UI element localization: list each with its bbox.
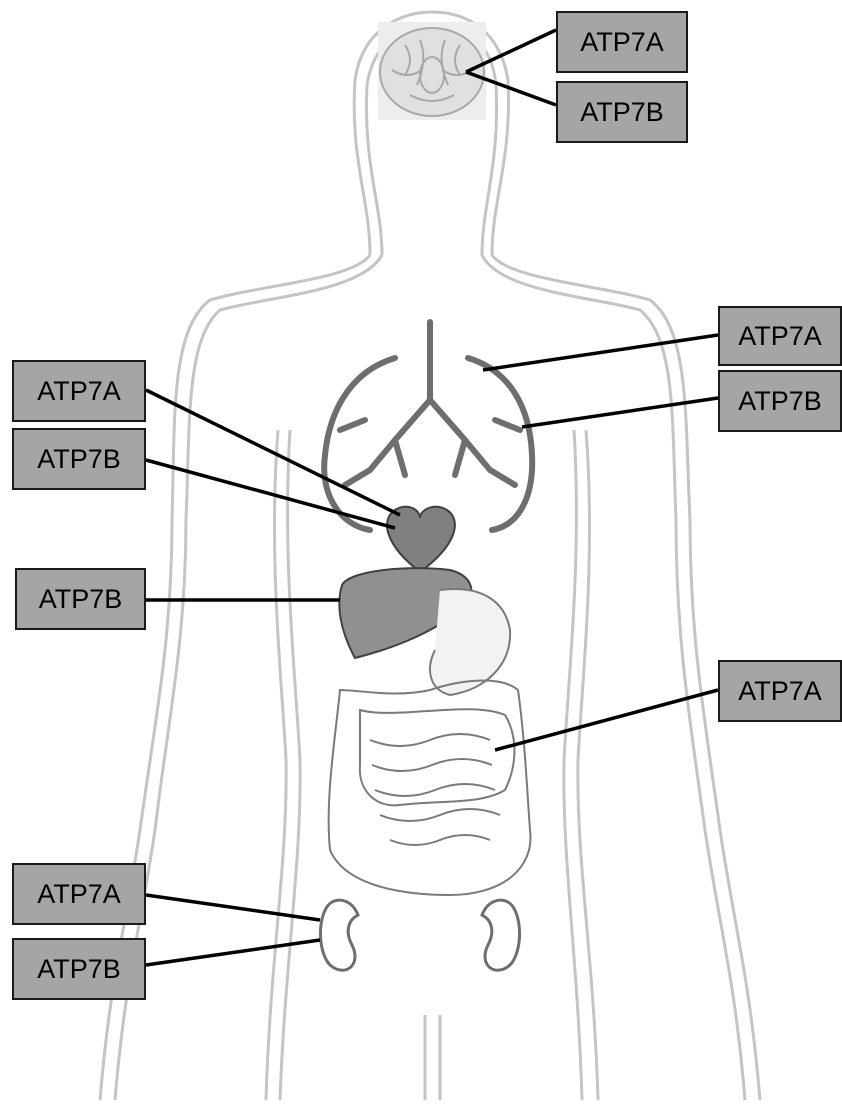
lungs-label-atp7a: ATP7A <box>718 306 842 366</box>
liver-label-atp7b: ATP7B <box>15 568 146 630</box>
kidney-organ <box>320 900 519 970</box>
liver-organ <box>339 568 510 695</box>
heart-label-atp7b: ATP7B <box>12 428 146 490</box>
leader-lines <box>146 30 718 965</box>
brain-label-atp7a: ATP7A <box>556 11 688 73</box>
brain-label-atp7b: ATP7B <box>556 81 688 143</box>
lungs-organ <box>324 322 532 530</box>
intestine-label-atp7a: ATP7A <box>718 660 842 722</box>
heart-organ <box>387 507 455 572</box>
heart-label-atp7a: ATP7A <box>12 360 146 422</box>
lungs-label-atp7b: ATP7B <box>718 370 842 432</box>
intestine-organ <box>329 681 531 895</box>
kidney-label-atp7a: ATP7A <box>12 863 146 925</box>
kidney-label-atp7b: ATP7B <box>12 938 146 1000</box>
